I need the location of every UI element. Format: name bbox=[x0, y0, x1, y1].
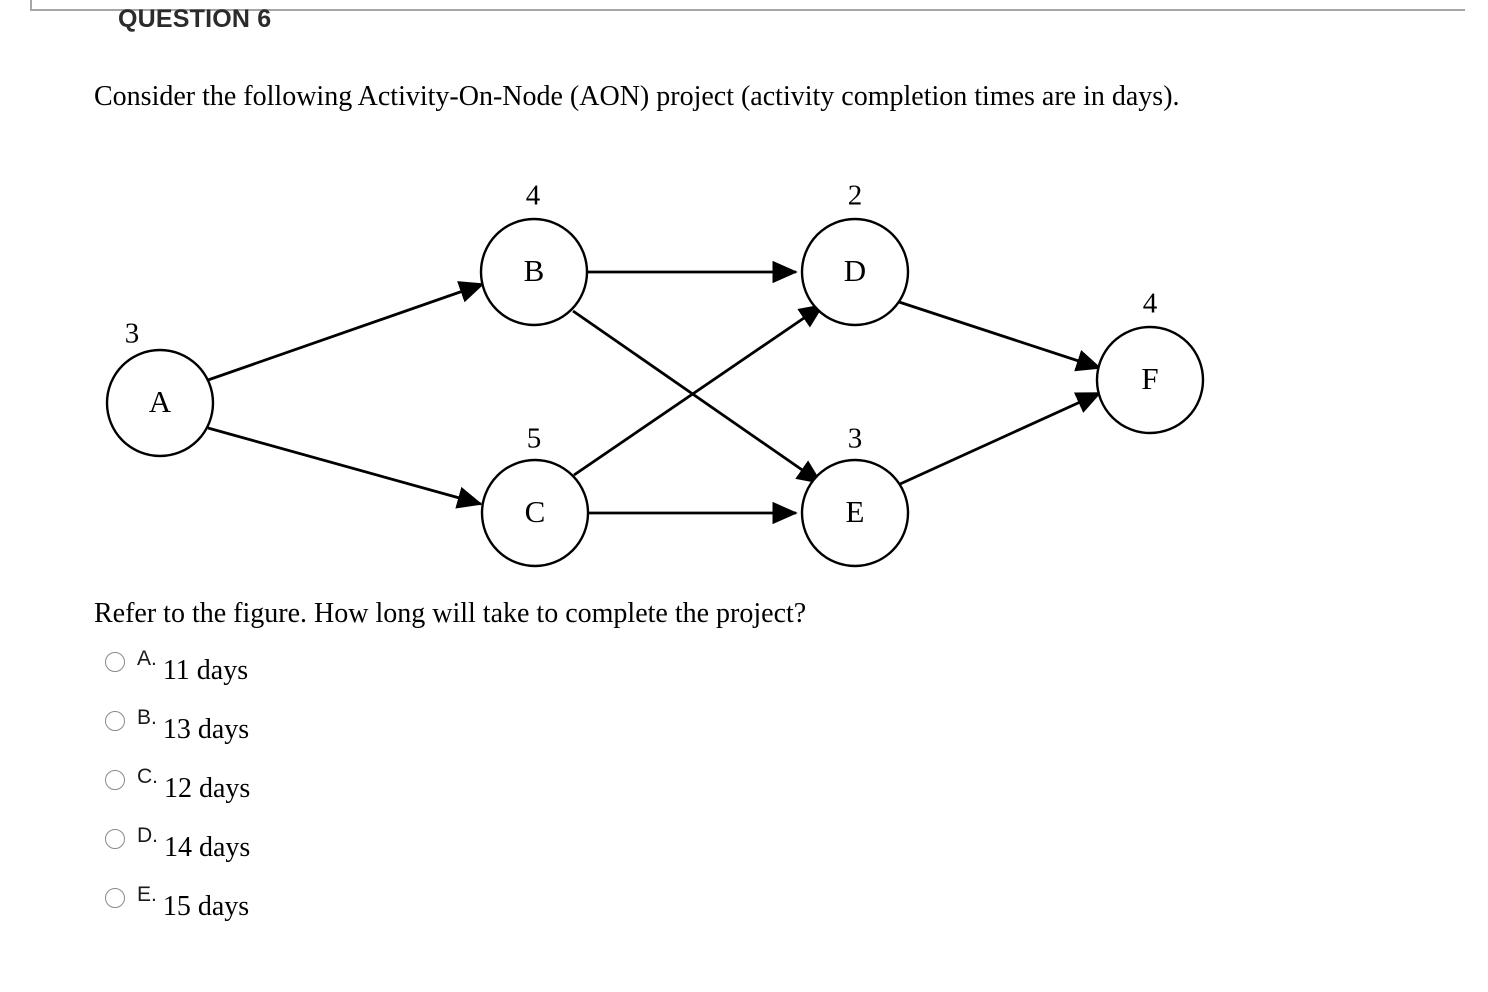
radio-button-a[interactable] bbox=[105, 652, 125, 672]
node-a-label: A bbox=[149, 384, 172, 419]
node-f-duration: 4 bbox=[1143, 288, 1158, 320]
edge-group bbox=[207, 260, 1102, 525]
node-group: A 3 B 4 C 5 D 2 bbox=[105, 180, 1205, 568]
radio-button-c[interactable] bbox=[105, 770, 125, 790]
node-b-duration: 4 bbox=[526, 180, 541, 212]
choice-letter-d: D. bbox=[137, 824, 158, 847]
node-d-circle bbox=[800, 217, 910, 327]
answer-choice-list: A. 11 days B. 13 days C. 12 days D. 14 d… bbox=[105, 645, 805, 940]
edge-a-to-c bbox=[207, 426, 483, 509]
node-e: E 3 bbox=[800, 423, 910, 568]
top-divider-rule bbox=[30, 9, 1465, 11]
top-divider-tick bbox=[30, 0, 32, 10]
aon-network-diagram: A 3 B 4 C 5 D 2 bbox=[90, 160, 1250, 590]
node-c: C 5 bbox=[480, 423, 590, 568]
choice-option-a[interactable]: A. 11 days bbox=[105, 645, 805, 704]
question-prompt: Consider the following Activity-On-Node … bbox=[94, 81, 1180, 112]
node-f: F 4 bbox=[1095, 288, 1205, 435]
radio-button-e[interactable] bbox=[105, 888, 125, 908]
node-a: A 3 bbox=[105, 318, 215, 458]
choice-option-e[interactable]: E. 15 days bbox=[105, 881, 805, 940]
node-c-duration: 5 bbox=[527, 423, 542, 455]
choice-text-b: 13 days bbox=[162, 714, 250, 745]
node-e-circle bbox=[800, 458, 910, 568]
node-b-circle bbox=[479, 217, 589, 327]
page-title: QUESTION 6 bbox=[118, 5, 272, 33]
choice-text-c: 12 days bbox=[164, 773, 251, 804]
choice-option-c[interactable]: C. 12 days bbox=[105, 763, 805, 822]
node-d-label: D bbox=[844, 253, 866, 288]
node-e-duration: 3 bbox=[848, 423, 863, 455]
node-a-duration: 3 bbox=[125, 318, 140, 350]
edge-c-to-d bbox=[573, 303, 825, 477]
node-d: D 2 bbox=[800, 180, 910, 327]
choice-letter-c: C. bbox=[137, 765, 158, 788]
node-a-circle bbox=[105, 348, 215, 458]
node-b-label: B bbox=[524, 253, 545, 288]
node-c-label: C bbox=[525, 494, 546, 529]
node-e-label: E bbox=[846, 494, 865, 529]
choice-letter-a: A. bbox=[137, 647, 157, 670]
edge-a-to-b bbox=[207, 281, 485, 382]
edge-b-to-e bbox=[572, 309, 823, 485]
node-b: B 4 bbox=[479, 180, 589, 327]
radio-button-d[interactable] bbox=[105, 829, 125, 849]
node-f-circle bbox=[1095, 325, 1205, 435]
edge-e-to-f bbox=[899, 391, 1102, 486]
choice-text-d: 14 days bbox=[164, 832, 251, 863]
choice-text-a: 11 days bbox=[162, 655, 249, 686]
choice-letter-b: B. bbox=[137, 706, 157, 729]
choice-letter-e: E. bbox=[137, 883, 157, 906]
followup-question: Refer to the figure. How long will take … bbox=[94, 598, 807, 629]
node-c-circle bbox=[480, 458, 590, 568]
choice-option-b[interactable]: B. 13 days bbox=[105, 704, 805, 763]
edge-d-to-f bbox=[898, 300, 1102, 372]
radio-button-b[interactable] bbox=[105, 711, 125, 731]
choice-text-e: 15 days bbox=[162, 891, 250, 922]
node-f-label: F bbox=[1141, 361, 1158, 396]
choice-option-d[interactable]: D. 14 days bbox=[105, 822, 805, 881]
node-d-duration: 2 bbox=[848, 180, 863, 212]
